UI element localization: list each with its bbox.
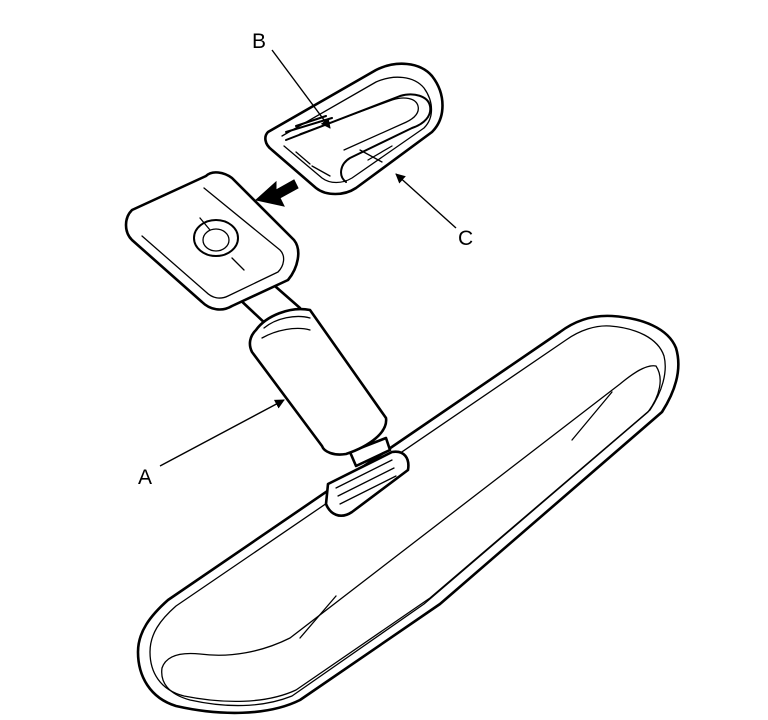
- glass-reflection-line: [571, 391, 613, 441]
- mounting-base-hole: [193, 219, 239, 257]
- retaining-spring-clip: [285, 93, 432, 183]
- callout-label-c: C: [458, 227, 473, 250]
- leader-line-c: [395, 173, 457, 229]
- callout-a: A: [138, 399, 285, 489]
- mounting-base: [124, 171, 300, 311]
- callout-label-a: A: [138, 466, 152, 489]
- mirror-pivot-mount: [324, 436, 410, 517]
- clip-housing: [264, 62, 444, 196]
- callout-label-b: B: [252, 30, 266, 53]
- mirror-stem: [234, 278, 388, 456]
- callout-b: B: [252, 30, 331, 129]
- glass-reflection-line: [299, 595, 337, 639]
- rearview-mirror: [136, 314, 680, 715]
- removal-direction-arrow: [254, 179, 299, 207]
- callout-c: C: [395, 173, 473, 250]
- leader-line-a: [159, 399, 285, 467]
- leader-line-b: [271, 49, 331, 129]
